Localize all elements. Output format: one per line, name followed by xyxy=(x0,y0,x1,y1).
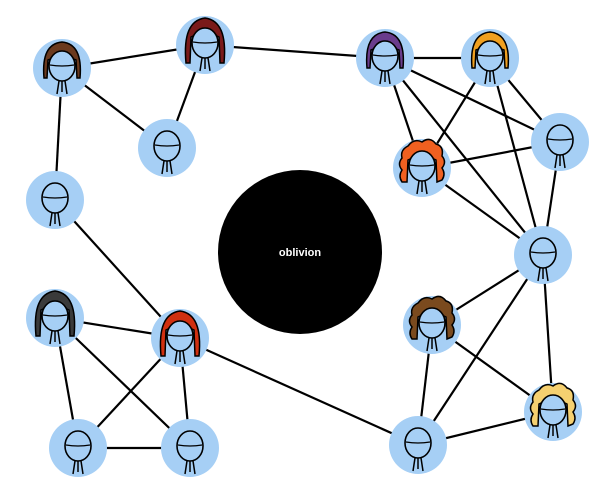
neck-lines xyxy=(537,267,549,282)
neck-lines xyxy=(412,457,424,472)
person-node-n9 xyxy=(514,226,572,284)
person-node-n16 xyxy=(524,382,582,441)
neck-lines xyxy=(49,212,61,227)
person-node-n8 xyxy=(393,138,451,197)
face-line xyxy=(530,251,556,254)
connection-line-n5-n9 xyxy=(384,57,544,256)
face-line xyxy=(372,54,398,57)
person-node-n11 xyxy=(151,309,209,367)
face-line xyxy=(167,334,193,337)
neck-lines xyxy=(199,57,211,72)
hair-shape xyxy=(529,382,577,428)
neck-lines xyxy=(484,70,496,85)
neck-lines xyxy=(416,180,428,195)
person-node-n2 xyxy=(176,16,234,74)
person-node-n3 xyxy=(138,119,196,177)
connection-line-n2-n5 xyxy=(204,43,386,60)
face-line xyxy=(547,138,573,141)
person-nodes xyxy=(26,16,589,477)
neck-lines xyxy=(72,460,84,475)
face-line xyxy=(49,64,75,67)
face-line xyxy=(405,441,431,444)
person-node-n5 xyxy=(356,29,414,87)
neck-lines xyxy=(49,330,61,345)
face-line xyxy=(177,444,203,447)
neck-lines xyxy=(426,337,438,352)
person-node-n14 xyxy=(161,419,219,477)
face-line xyxy=(42,314,68,317)
person-node-n6 xyxy=(461,29,519,87)
person-node-n13 xyxy=(49,419,107,477)
face-line xyxy=(192,41,218,44)
neck-lines xyxy=(547,424,559,439)
person-node-n12 xyxy=(403,295,461,354)
oblivion-circle xyxy=(218,170,382,334)
neck-lines xyxy=(161,160,173,175)
face-line xyxy=(409,164,435,167)
oblivion-label: oblivion xyxy=(279,247,321,259)
connection-line-n9-n15 xyxy=(417,254,544,446)
neck-lines xyxy=(56,80,68,95)
face-line xyxy=(540,408,566,411)
person-node-n1 xyxy=(33,39,91,97)
neck-lines xyxy=(174,350,186,365)
person-node-n15 xyxy=(389,416,447,474)
connection-line-n11-n15 xyxy=(179,336,419,447)
person-node-n4 xyxy=(26,171,84,229)
face-line xyxy=(419,321,445,324)
person-node-n10 xyxy=(26,289,84,347)
person-node-n7 xyxy=(531,113,589,171)
connection-line-n4-n11 xyxy=(54,199,181,339)
face-line xyxy=(65,444,91,447)
face-line xyxy=(154,144,180,147)
connection-line-n10-n14 xyxy=(54,317,191,449)
connection-line-n5-n7 xyxy=(384,57,561,143)
face-line xyxy=(477,54,503,57)
connection-line-n6-n9 xyxy=(488,57,545,256)
neck-lines xyxy=(379,70,391,85)
oblivion-node: oblivion xyxy=(218,170,382,334)
hair-shape xyxy=(408,295,456,341)
face-line xyxy=(42,196,68,199)
neck-lines xyxy=(554,154,566,169)
hair-shape xyxy=(398,138,446,184)
neck-lines xyxy=(184,460,196,475)
